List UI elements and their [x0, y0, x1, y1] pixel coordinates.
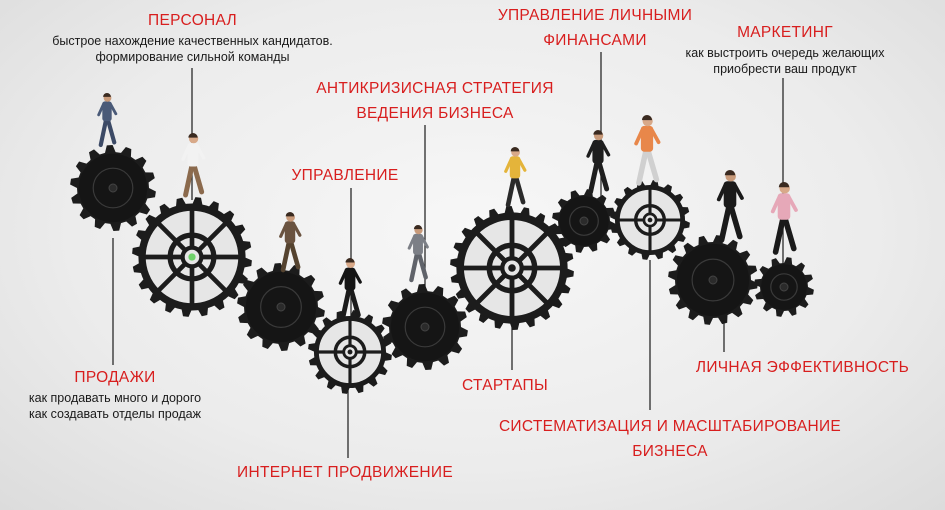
- personnel-line-1: быстрое нахождение качественных кандидат…: [52, 34, 333, 48]
- label-personnel: ПЕРСОНАЛ быстрое нахождение качественных…: [0, 8, 385, 65]
- gear-6: [450, 206, 574, 330]
- finances-title-line-2: ФИНАНСАМИ: [543, 32, 647, 49]
- people-group: [97, 93, 798, 321]
- marketing-title: МАРКЕТИНГ: [737, 24, 833, 41]
- woman-white-shirt-icon: [181, 133, 206, 198]
- gear-10: [754, 257, 814, 317]
- gear-group: [70, 145, 814, 394]
- gear-3: [237, 263, 325, 351]
- sales-line-2: как создавать отделы продаж: [28, 407, 201, 421]
- woman-yellow-top-icon: [504, 147, 527, 208]
- man-suit-icon: [97, 93, 118, 148]
- marketing-line-2: приобрести ваш продукт: [713, 62, 857, 76]
- label-management: УПРАВЛЕНИЕ: [270, 163, 420, 188]
- label-sales: ПРОДАЖИ как продавать много и дорого как…: [0, 365, 230, 422]
- gear-5: [382, 284, 468, 370]
- personnel-title: ПЕРСОНАЛ: [148, 12, 237, 29]
- systematization-title-line-1: СИСТЕМАТИЗАЦИЯ И МАСШТАБИРОВАНИЕ: [498, 418, 842, 435]
- gear-4: [308, 310, 392, 394]
- label-startups: СТАРТАПЫ: [440, 373, 570, 398]
- man-grey-suit-icon: [407, 225, 429, 283]
- management-title: УПРАВЛЕНИЕ: [291, 167, 399, 184]
- startups-title: СТАРТАПЫ: [462, 377, 548, 394]
- label-marketing: МАРКЕТИНГ как выстроить очередь желающих…: [660, 20, 910, 77]
- label-internet: ИНТЕРНЕТ ПРОДВИЖЕНИЕ: [225, 460, 465, 485]
- gear-8: [610, 180, 690, 260]
- man-black-suit-icon: [586, 129, 611, 195]
- marketing-line-1: как выстроить очередь желающих: [685, 46, 885, 60]
- gear-7: [552, 189, 616, 253]
- label-personal-efficiency: ЛИЧНАЯ ЭФФЕКТИВНОСТЬ: [680, 355, 925, 380]
- man-dark-suit-icon: [716, 170, 744, 243]
- label-systematization: СИСТЕМАТИЗАЦИЯ И МАСШТАБИРОВАНИЕ БИЗНЕСА: [470, 414, 870, 464]
- label-anticrisis: АНТИКРИЗИСНАЯ СТРАТЕГИЯ ВЕДЕНИЯ БИЗНЕСА: [295, 76, 575, 126]
- woman-black-dress-icon: [338, 258, 362, 321]
- personnel-line-2: формирование сильной команды: [95, 50, 290, 64]
- woman-pink-top-icon: [770, 182, 798, 255]
- personal-efficiency-title: ЛИЧНАЯ ЭФФЕКТИВНОСТЬ: [695, 359, 910, 376]
- systematization-title-line-2: БИЗНЕСА: [632, 443, 708, 460]
- anticrisis-title-line-1: АНТИКРИЗИСНАЯ СТРАТЕГИЯ: [316, 80, 554, 97]
- anticrisis-title-line-2: ВЕДЕНИЯ БИЗНЕСА: [356, 105, 514, 122]
- woman-orange-top-icon: [634, 114, 661, 186]
- internet-title: ИНТЕРНЕТ ПРОДВИЖЕНИЕ: [237, 464, 453, 481]
- gear-2: [132, 197, 252, 317]
- gear-9: [668, 235, 758, 325]
- finances-title-line-1: УПРАВЛЕНИЕ ЛИЧНЫМИ: [497, 7, 693, 24]
- gear-1: [70, 145, 156, 231]
- sales-title: ПРОДАЖИ: [74, 369, 156, 386]
- sales-line-1: как продавать много и дорого: [28, 391, 202, 405]
- man-brown-suit-icon: [279, 211, 302, 273]
- label-finances: УПРАВЛЕНИЕ ЛИЧНЫМИ ФИНАНСАМИ: [450, 3, 740, 53]
